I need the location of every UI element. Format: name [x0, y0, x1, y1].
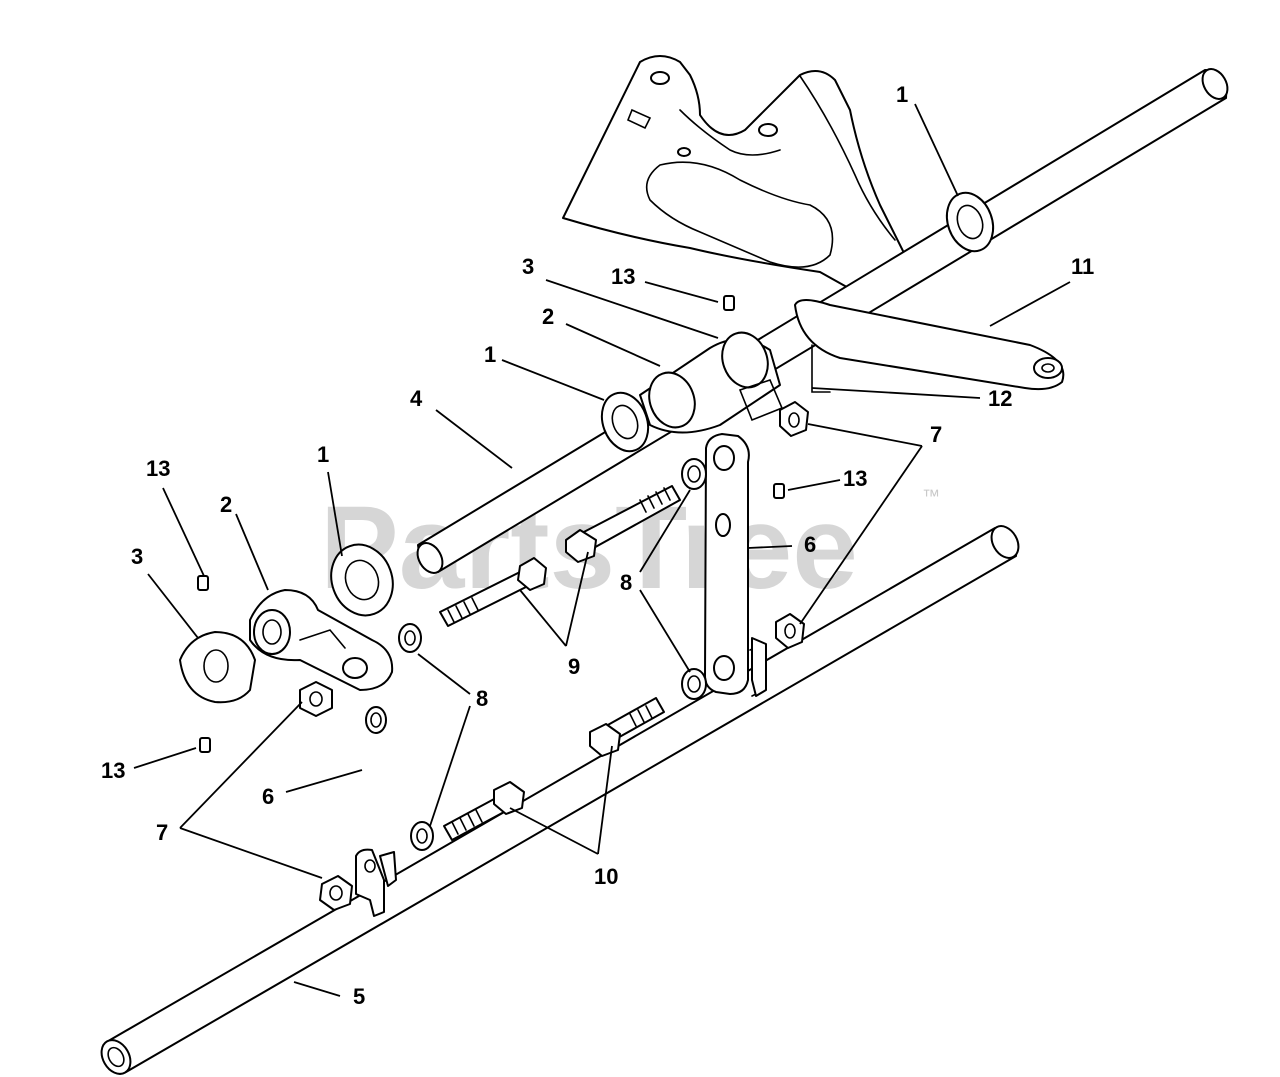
callout-9: 9: [568, 654, 580, 679]
callout-2-top: 2: [542, 304, 554, 329]
callout-12: 12: [988, 386, 1012, 411]
callout-8-right: 8: [620, 570, 632, 595]
callout-5: 5: [353, 984, 365, 1009]
nut-left: [299, 681, 333, 717]
callout-1-middle: 1: [484, 342, 496, 367]
watermark-trademark: ™: [922, 486, 940, 506]
set-screw-right: [773, 483, 785, 499]
bolt-left: [439, 557, 547, 627]
callout-11: 11: [1071, 254, 1094, 279]
set-screw-bottom: [199, 737, 211, 753]
callout-7-right: 7: [930, 422, 942, 447]
callout-3-top: 3: [522, 254, 534, 279]
callout-13-top: 13: [611, 264, 635, 289]
bushing-top: [945, 191, 995, 253]
mounting-bracket: [562, 55, 906, 301]
leader-lines: [133, 103, 1071, 997]
callout-10: 10: [594, 864, 618, 889]
callout-6-left: 6: [262, 784, 274, 809]
link-plate-right: [704, 433, 765, 697]
callout-1-left: 1: [317, 442, 329, 467]
nut-lower-right: [775, 613, 805, 649]
spring-upper: [681, 458, 707, 490]
callout-3-left: 3: [131, 544, 143, 569]
upper-arm-assembly: [639, 331, 784, 434]
bolt-bottom: [443, 781, 525, 841]
nut-free: [365, 706, 387, 734]
nut-upper-right: [779, 401, 809, 437]
callout-6-right: 6: [804, 532, 816, 557]
bolt-upper: [565, 485, 681, 563]
nut-bottom-left: [319, 875, 353, 911]
lower-shaft: [100, 525, 1020, 1075]
callout-13-right: 13: [843, 466, 867, 491]
bushing-middle: [600, 391, 650, 453]
left-collar: [179, 631, 256, 704]
callout-13-left: 13: [146, 456, 170, 481]
callout-7-left: 7: [156, 820, 168, 845]
spring-left: [398, 623, 422, 653]
bushing-left: [330, 543, 394, 617]
spring-bottom: [410, 821, 434, 851]
lower-bracket-left: [355, 848, 397, 917]
left-arm: [249, 589, 394, 691]
callout-8-left: 8: [476, 686, 488, 711]
set-screw-top: [723, 295, 735, 311]
spring-lower-right: [681, 668, 707, 700]
set-screw-left: [197, 575, 209, 591]
callout-13-bottom: 13: [101, 758, 125, 783]
callout-1-top: 1: [896, 82, 908, 107]
callout-2-left: 2: [220, 492, 232, 517]
callout-4: 4: [410, 386, 423, 411]
lower-bracket-right: [751, 637, 767, 697]
pivot-arm: [794, 299, 1065, 393]
